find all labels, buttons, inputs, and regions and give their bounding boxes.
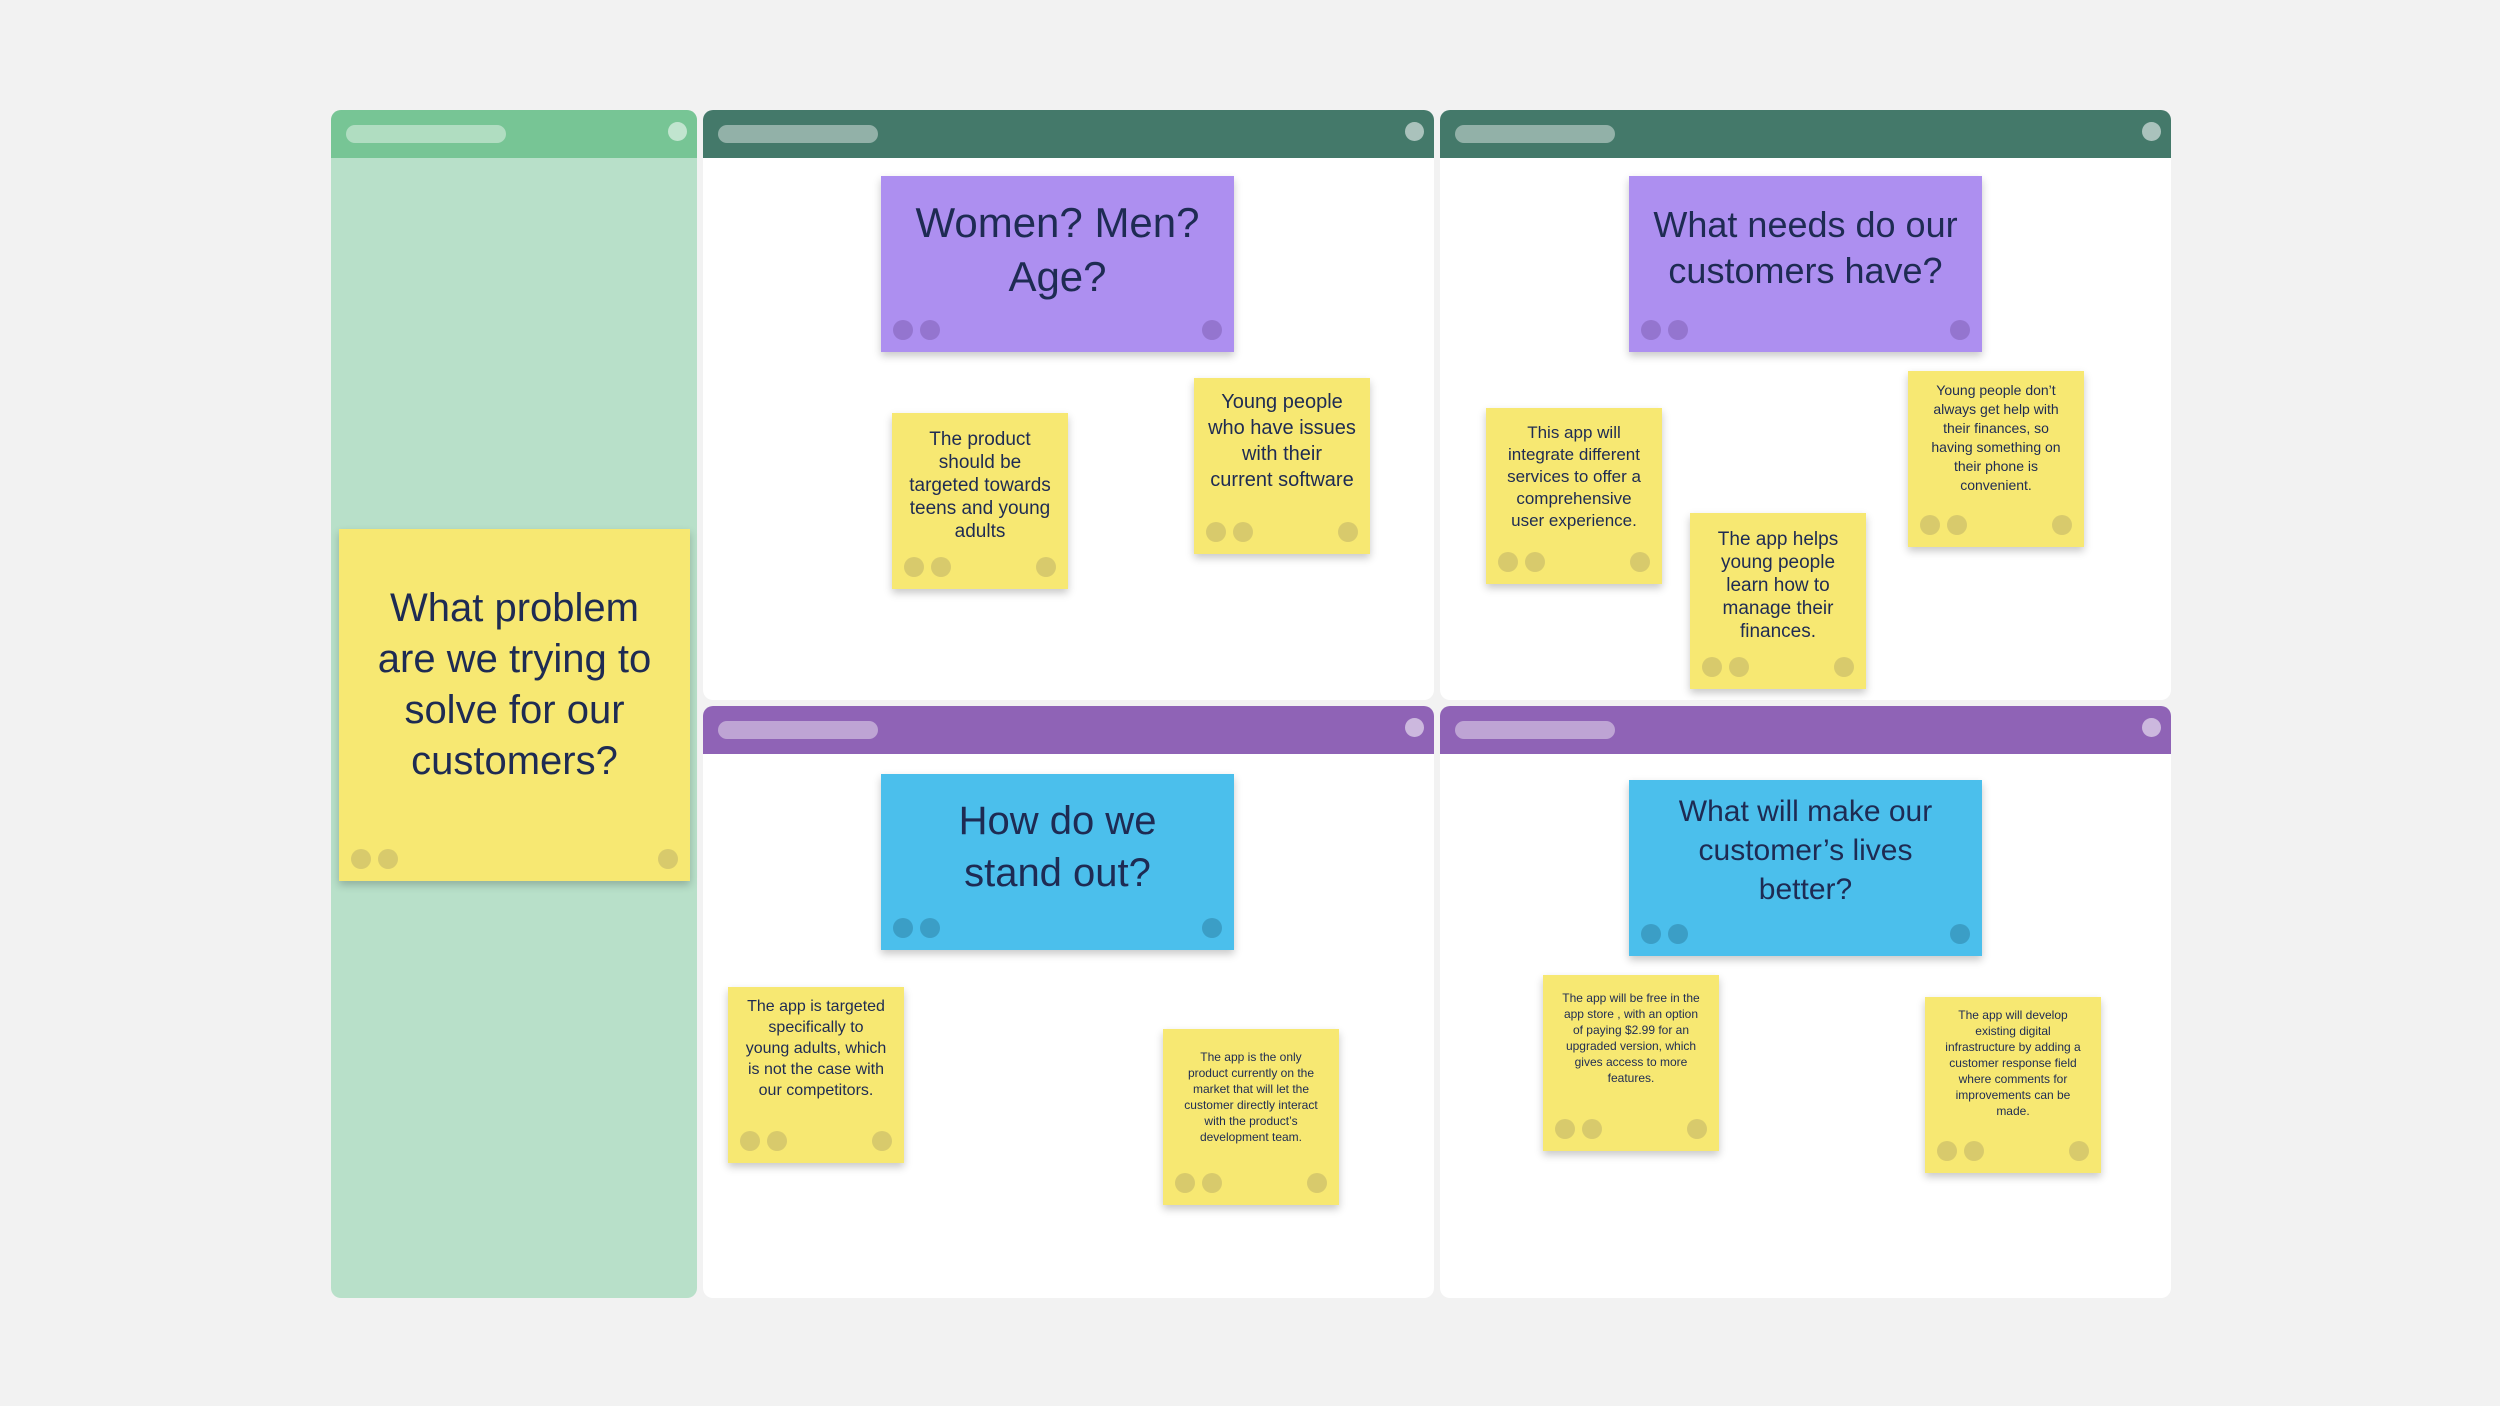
reaction-dot-icon[interactable] bbox=[1555, 1119, 1575, 1139]
note-text: The app is targeted specifically to youn… bbox=[745, 997, 887, 1099]
reaction-dot-icon[interactable] bbox=[1525, 552, 1545, 572]
reaction-dot-icon[interactable] bbox=[1668, 320, 1688, 340]
reaction-dot-icon[interactable] bbox=[1641, 320, 1661, 340]
reaction-dot-icon[interactable] bbox=[1702, 657, 1722, 677]
reaction-dot-icon[interactable] bbox=[2052, 515, 2072, 535]
demographics-note-2[interactable]: Young people who have issues with their … bbox=[1194, 378, 1370, 554]
demographics-note-1[interactable]: The product should be targeted towards t… bbox=[892, 413, 1068, 589]
better-lives-note-1[interactable]: The app will be free in the app store , … bbox=[1543, 975, 1719, 1151]
reaction-dot-icon[interactable] bbox=[1834, 657, 1854, 677]
frame-title-placeholder bbox=[718, 125, 878, 143]
reaction-dot-icon[interactable] bbox=[1498, 552, 1518, 572]
frame-menu-icon[interactable] bbox=[668, 122, 687, 141]
reaction-dot-icon[interactable] bbox=[2069, 1141, 2089, 1161]
reaction-dot-icon[interactable] bbox=[1202, 320, 1222, 340]
better-lives-title-text: What will make our customer’s lives bett… bbox=[1678, 794, 1933, 906]
reaction-dot-icon[interactable] bbox=[1668, 924, 1688, 944]
reaction-dot-icon[interactable] bbox=[1937, 1141, 1957, 1161]
frame-stand-out-header[interactable] bbox=[703, 706, 1434, 754]
frame-title-placeholder bbox=[718, 721, 878, 739]
reaction-dot-icon[interactable] bbox=[1202, 918, 1222, 938]
reaction-dot-icon[interactable] bbox=[658, 849, 678, 869]
reaction-dot-icon[interactable] bbox=[351, 849, 371, 869]
frame-demographics-header[interactable] bbox=[703, 110, 1434, 158]
reaction-dot-icon[interactable] bbox=[904, 557, 924, 577]
reaction-dot-icon[interactable] bbox=[1307, 1173, 1327, 1193]
stand-out-note-2[interactable]: The app is the only product currently on… bbox=[1163, 1029, 1339, 1205]
stand-out-title-note[interactable]: How do we stand out? bbox=[881, 774, 1234, 950]
demographics-title-note[interactable]: Women? Men? Age? bbox=[881, 176, 1234, 352]
reaction-dot-icon[interactable] bbox=[1202, 1173, 1222, 1193]
frame-better-lives-header[interactable] bbox=[1440, 706, 2171, 754]
reaction-dot-icon[interactable] bbox=[740, 1131, 760, 1151]
left-column-header[interactable] bbox=[331, 110, 697, 158]
needs-note-3[interactable]: Young people don’t always get help with … bbox=[1908, 371, 2084, 547]
needs-note-2[interactable]: The app helps young people learn how to … bbox=[1690, 513, 1866, 689]
frame-title-placeholder bbox=[1455, 721, 1615, 739]
reaction-dot-icon[interactable] bbox=[1175, 1173, 1195, 1193]
frame-menu-icon[interactable] bbox=[2142, 718, 2161, 737]
reaction-dot-icon[interactable] bbox=[1950, 320, 1970, 340]
note-text: This app will integrate different servic… bbox=[1507, 423, 1641, 530]
note-text: The app will be free in the app store , … bbox=[1562, 991, 1700, 1085]
reaction-dot-icon[interactable] bbox=[1729, 657, 1749, 677]
note-text: The app is the only product currently on… bbox=[1184, 1050, 1318, 1144]
reaction-dot-icon[interactable] bbox=[893, 320, 913, 340]
reaction-dot-icon[interactable] bbox=[920, 918, 940, 938]
main-question-text: What problem are we trying to solve for … bbox=[377, 586, 652, 783]
reaction-dot-icon[interactable] bbox=[872, 1131, 892, 1151]
reaction-dot-icon[interactable] bbox=[931, 557, 951, 577]
reaction-dot-icon[interactable] bbox=[378, 849, 398, 869]
note-text: The product should be targeted towards t… bbox=[909, 428, 1051, 542]
reaction-dot-icon[interactable] bbox=[1630, 552, 1650, 572]
reaction-dot-icon[interactable] bbox=[1920, 515, 1940, 535]
frame-title-placeholder bbox=[1455, 125, 1615, 143]
reaction-dot-icon[interactable] bbox=[893, 918, 913, 938]
needs-note-1[interactable]: This app will integrate different servic… bbox=[1486, 408, 1662, 584]
reaction-dot-icon[interactable] bbox=[1687, 1119, 1707, 1139]
reaction-dot-icon[interactable] bbox=[1947, 515, 1967, 535]
frame-menu-icon[interactable] bbox=[1405, 718, 1424, 737]
main-question-note[interactable]: What problem are we trying to solve for … bbox=[339, 529, 690, 881]
reaction-dot-icon[interactable] bbox=[1641, 924, 1661, 944]
reaction-dot-icon[interactable] bbox=[1338, 522, 1358, 542]
note-text: Young people don’t always get help with … bbox=[1931, 382, 2061, 493]
note-text: The app will develop existing digital in… bbox=[1945, 1008, 2081, 1118]
frame-title-placeholder bbox=[346, 125, 506, 143]
reaction-dot-icon[interactable] bbox=[920, 320, 940, 340]
frame-needs-header[interactable] bbox=[1440, 110, 2171, 158]
stand-out-title-text: How do we stand out? bbox=[958, 799, 1157, 895]
demographics-title-text: Women? Men? Age? bbox=[915, 199, 1200, 300]
frame-menu-icon[interactable] bbox=[2142, 122, 2161, 141]
stand-out-note-1[interactable]: The app is targeted specifically to youn… bbox=[728, 987, 904, 1163]
reaction-dot-icon[interactable] bbox=[1964, 1141, 1984, 1161]
note-text: The app helps young people learn how to … bbox=[1717, 528, 1839, 642]
reaction-dot-icon[interactable] bbox=[1950, 924, 1970, 944]
frame-menu-icon[interactable] bbox=[1405, 122, 1424, 141]
better-lives-note-2[interactable]: The app will develop existing digital in… bbox=[1925, 997, 2101, 1173]
reaction-dot-icon[interactable] bbox=[1233, 522, 1253, 542]
better-lives-title-note[interactable]: What will make our customer’s lives bett… bbox=[1629, 780, 1982, 956]
reaction-dot-icon[interactable] bbox=[1206, 522, 1226, 542]
needs-title-text: What needs do our customers have? bbox=[1653, 204, 1958, 291]
reaction-dot-icon[interactable] bbox=[1582, 1119, 1602, 1139]
reaction-dot-icon[interactable] bbox=[767, 1131, 787, 1151]
reaction-dot-icon[interactable] bbox=[1036, 557, 1056, 577]
needs-title-note[interactable]: What needs do our customers have? bbox=[1629, 176, 1982, 352]
note-text: Young people who have issues with their … bbox=[1208, 391, 1356, 491]
